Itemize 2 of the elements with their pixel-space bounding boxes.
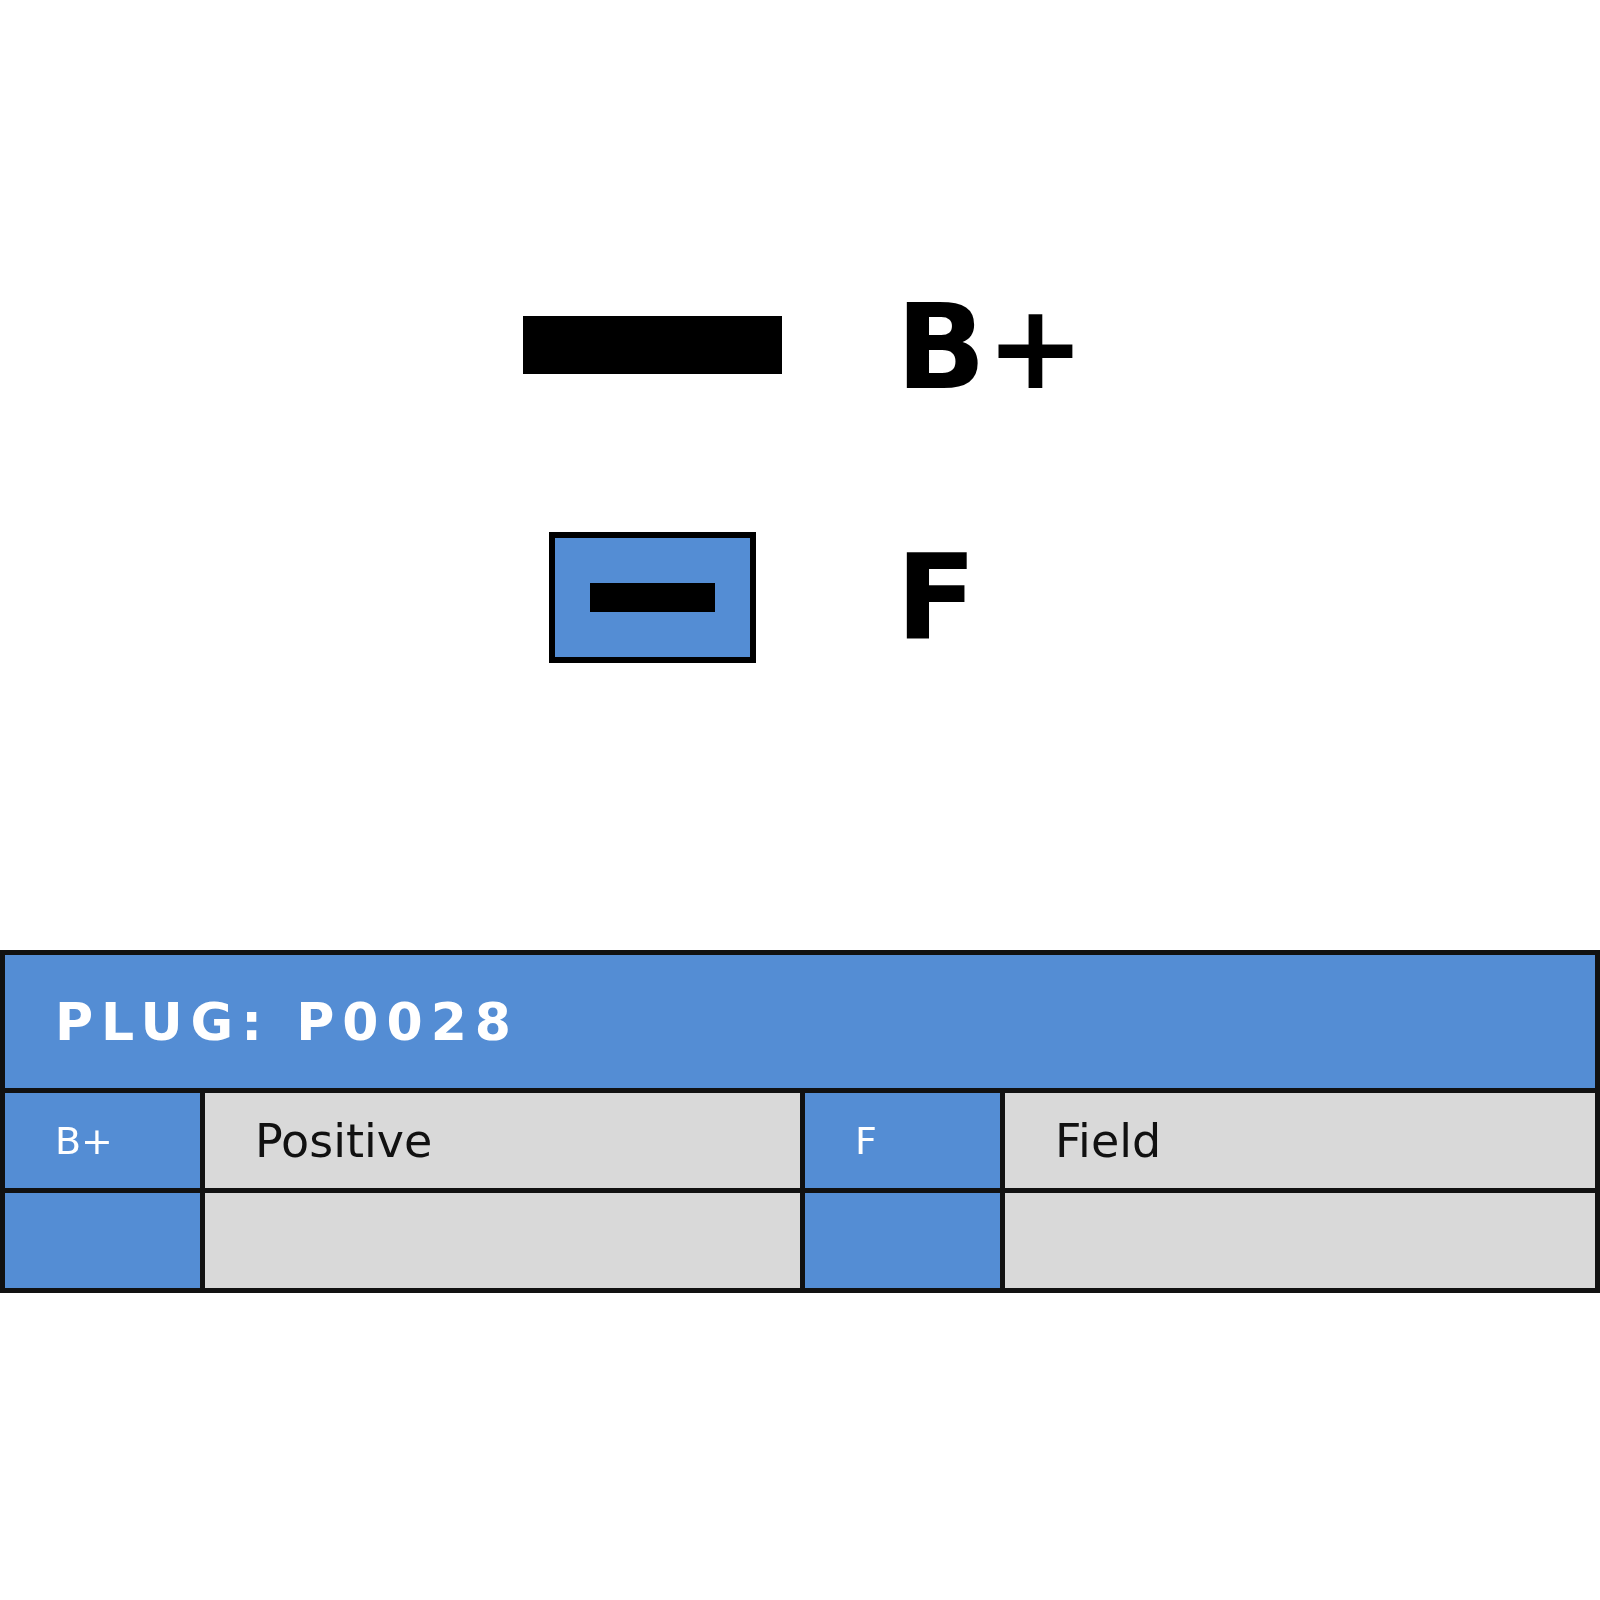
pin-label: B+ bbox=[896, 282, 1085, 412]
pin-label: F bbox=[896, 532, 977, 662]
